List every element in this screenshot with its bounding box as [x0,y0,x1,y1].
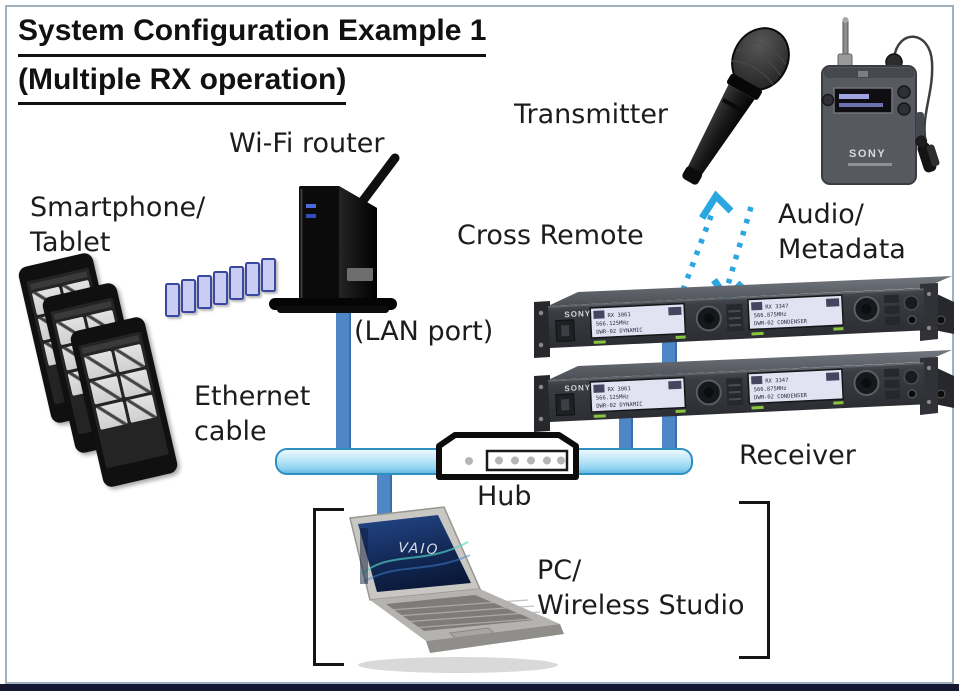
receiver-top-face [548,276,952,306]
receiver-left-rack-ear [534,301,550,358]
svg-text:DWM-02 CONDENSER: DWM-02 CONDENSER [754,393,808,402]
receiver-unit-1: SONY RX 3061 566.125MHz DWR-02 DYNAMIC [528,276,958,368]
signal-bar-icon [213,271,228,305]
receiver-unit-graphic: SONY RX 3061 566.125MHz DWR-02 DYNAMIC [534,350,954,432]
svg-text:DWM-02 CONDENSER: DWM-02 CONDENSER [754,319,808,328]
svg-text:DWR-02 DYNAMIC: DWR-02 DYNAMIC [596,328,643,336]
svg-text:566.875MHz: 566.875MHz [754,312,787,320]
label-hub: Hub [477,481,532,512]
receiver-front-panel: SONY RX 3061 566.125MHz DWR-02 DYNAMIC [548,288,926,348]
svg-text:RX 3061: RX 3061 [607,312,630,319]
smartphone [68,315,180,489]
receiver-brand-logo: SONY [564,309,591,319]
signal-bar-icon [181,279,196,313]
svg-text:RX 3061: RX 3061 [607,386,630,393]
receiver-volume-knob [903,369,920,385]
signal-bar-icon [245,262,260,296]
signal-bar-icon [165,283,180,317]
label-wifi-router: Wi-Fi router [229,128,385,159]
label-transmitter: Transmitter [514,99,669,130]
lavalier-microphone [915,135,940,173]
mic-capsule [732,28,789,90]
receiver-top-face [548,350,952,380]
receiver-headphone-jack [907,389,917,399]
smartphone-stack [16,251,200,489]
label-ethernet-cable: Ethernet cable [194,381,311,448]
arrowhead-up-icon [699,190,734,220]
receiver-headphone-jack [907,315,917,325]
receiver-brand-logo: SONY [564,383,591,393]
bodypack-body [821,65,917,185]
cable-router-to-hub [336,310,351,452]
signal-bar-icon [197,275,212,309]
svg-text:566.125MHz: 566.125MHz [596,394,629,402]
receiver-display-1: RX 3061 566.125MHz DWR-02 DYNAMIC [589,376,687,413]
router-label-sticker [347,268,373,281]
receiver-front-panel: SONY RX 3061 566.125MHz DWR-02 DYNAMIC [548,362,926,422]
cable-hub-to-pc [377,468,392,518]
laptop-image: VAIO [349,506,564,673]
right-bracket [739,501,770,659]
receiver-display-2: RX 3347 566.875MHz DWM-02 CONDENSER [747,294,845,331]
label-smartphone-tablet: Smartphone/ Tablet [30,192,206,259]
cross-remote-arrow-up [680,207,717,291]
label-audio-metadata: Audio/ Metadata [778,199,906,266]
svg-text:RX 3347: RX 3347 [765,304,788,311]
title-line-2: (Multiple RX operation) [18,59,347,106]
bodypack-brand-logo: SONY [849,148,886,160]
label-lan-port: (LAN port) [354,316,494,347]
lavalier-cable [892,35,934,145]
wifi-router-image [269,153,400,313]
title-line-1: System Configuration Example 1 [18,10,487,57]
audio-metadata-arrow-down [724,206,754,289]
receiver-left-rack-ear [534,375,550,432]
left-bracket [313,508,344,666]
label-cross-remote: Cross Remote [457,220,644,251]
signal-bar-icon [261,258,276,292]
laptop-brand-logo: VAIO [398,540,440,558]
hub-image [436,432,579,480]
handheld-microphone-image [682,27,790,185]
page-title: System Configuration Example 1 (Multiple… [18,10,487,106]
bodypack-transmitter-image: SONY [821,17,940,185]
svg-text:566.875MHz: 566.875MHz [754,386,787,394]
svg-text:DWR-02 DYNAMIC: DWR-02 DYNAMIC [596,402,643,410]
mic-handle [687,84,755,176]
svg-text:566.125MHz: 566.125MHz [596,320,629,328]
receiver-display-2: RX 3347 566.875MHz DWM-02 CONDENSER [747,368,845,405]
slide-bottom-accent [0,684,959,691]
svg-text:RX 3347: RX 3347 [765,378,788,385]
label-receiver: Receiver [739,440,856,471]
cable-receiver1-to-hub [662,414,677,454]
receiver-unit-graphic: SONY RX 3061 566.125MHz DWR-02 DYNAMIC [534,276,954,358]
signal-bar-icon [229,266,244,300]
cable-receiver2-to-hub [619,414,633,454]
laptop-front-edge [426,624,564,653]
receiver-volume-knob [903,295,920,311]
bodypack-display [833,87,893,114]
label-pc-wireless-studio: PC/ Wireless Studio [537,555,745,622]
receiver-display-1: RX 3061 566.125MHz DWR-02 DYNAMIC [589,302,687,339]
receiver-unit-2: SONY RX 3061 566.125MHz DWR-02 DYNAMIC [528,350,958,442]
